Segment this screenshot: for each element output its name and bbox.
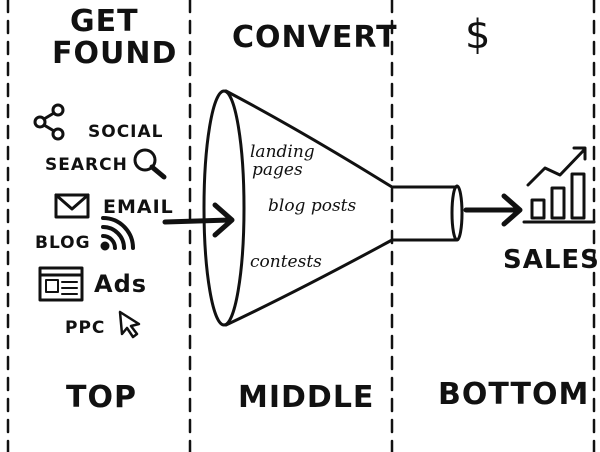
label-ppc: PPC bbox=[65, 318, 106, 338]
stage-top: TOP bbox=[66, 380, 137, 415]
arrow-in bbox=[162, 202, 235, 238]
sales-label: SALES bbox=[503, 245, 600, 275]
rss-icon bbox=[100, 216, 135, 251]
column-dividers bbox=[6, 0, 596, 452]
convert-heading: CONVERT bbox=[232, 20, 398, 55]
dollar-heading: $ bbox=[465, 12, 492, 58]
funnel-landing-line2: pages bbox=[252, 160, 303, 180]
arrow-out bbox=[463, 193, 523, 227]
get-found-line1: GET bbox=[70, 4, 139, 39]
label-search: SEARCH bbox=[45, 155, 128, 175]
label-social: SOCIAL bbox=[88, 122, 164, 142]
label-email: EMAIL bbox=[103, 196, 174, 218]
growth-chart-icon bbox=[522, 146, 596, 224]
funnel-shape bbox=[202, 89, 464, 327]
magnifier-icon bbox=[133, 148, 167, 180]
envelope-icon bbox=[54, 193, 90, 219]
share-icon bbox=[33, 103, 65, 141]
label-blog: BLOG bbox=[35, 233, 91, 253]
get-found-line2: FOUND bbox=[52, 36, 178, 71]
ad-window-icon bbox=[38, 266, 84, 302]
funnel-blog-posts: blog posts bbox=[268, 196, 357, 216]
funnel-contests: contests bbox=[250, 252, 322, 272]
label-ads: Ads bbox=[94, 270, 148, 298]
stage-bottom: BOTTOM bbox=[438, 377, 590, 412]
cursor-icon bbox=[118, 310, 141, 339]
funnel-landing-line1: landing bbox=[250, 142, 315, 162]
stage-middle: MIDDLE bbox=[238, 380, 375, 415]
